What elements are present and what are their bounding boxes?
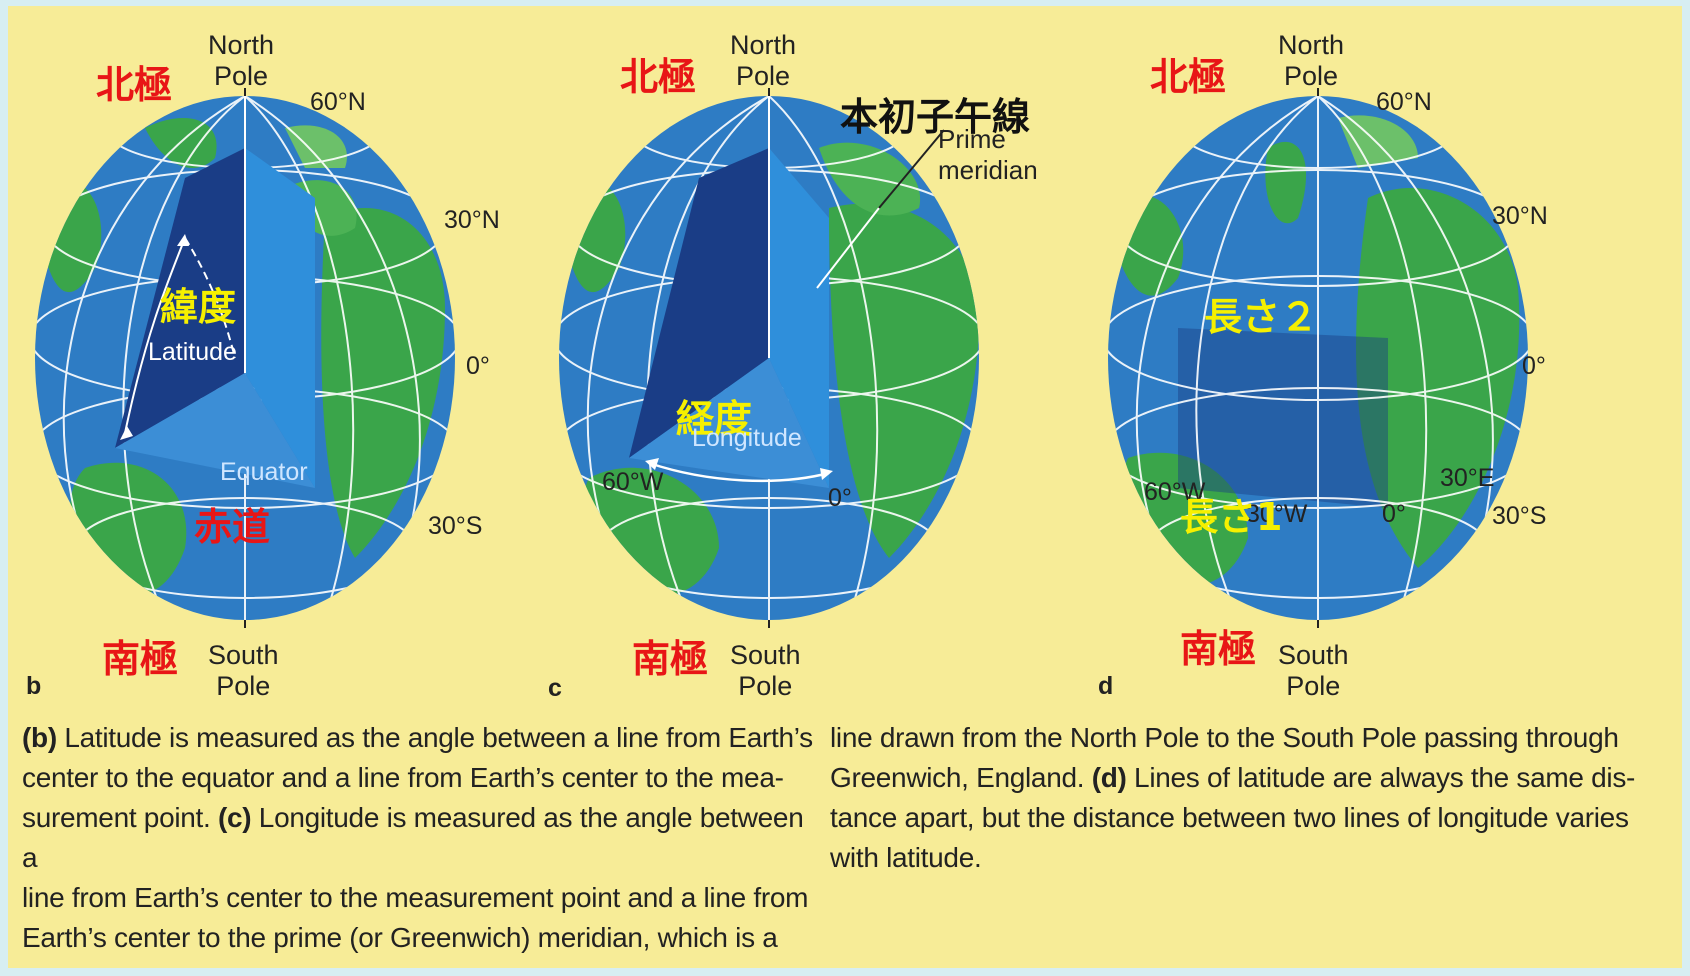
north-pole-jp-label: 北極 [96,63,173,107]
globe-b [35,88,455,628]
north-pole-jp-label: 北極 [620,55,697,99]
longitude-en-label: Longitude [692,424,802,452]
lon-60w-label: 60°W [1144,478,1206,506]
lon-0-label: 0° [1382,500,1406,528]
south-pole-jp-label: 南極 [1180,627,1257,671]
panel-letter-b: b [26,672,42,700]
equator-jp-label: 赤道 [194,505,271,549]
panel-letter-c: c [548,674,562,702]
lat-30n-label: 30°N [1492,202,1548,230]
caption-right: line drawn from the North Pole to the So… [830,722,1636,873]
lat-30s-label: 30°S [428,512,483,540]
prime-meridian-jp-label: 本初子午線 [840,95,1031,139]
lat-30s-label: 30°S [1492,502,1547,530]
latitude-en-label: Latitude [148,338,237,366]
south-pole-jp-label: 南極 [102,637,179,681]
globe-d [1108,88,1528,628]
caption-left: (b) Latitude is measured as the angle be… [22,722,813,953]
lon-0-label: 0° [828,484,852,512]
globe-c [559,88,979,628]
length-2-label: 長さ２ [1204,295,1319,339]
lat-60n-label: 60°N [310,88,366,116]
lon-30w-label: 30°W [1246,500,1308,528]
lat-0-label: 0° [1522,352,1546,380]
north-pole-jp-label: 北極 [1150,55,1227,99]
length-1-label: 長さ1 [1180,495,1283,539]
lat-0-label: 0° [466,352,490,380]
lon-30e-label: 30°E [1440,464,1495,492]
latitude-jp-label: 緯度 [160,285,237,329]
panel-letter-d: d [1098,672,1114,700]
longitude-jp-label: 経度 [676,397,753,441]
lon-60w-label: 60°W [602,468,664,496]
south-pole-jp-label: 南極 [632,637,709,681]
lat-60n-label: 60°N [1376,88,1432,116]
lat-30n-label: 30°N [444,206,500,234]
equator-en-label: Equator [220,458,308,486]
